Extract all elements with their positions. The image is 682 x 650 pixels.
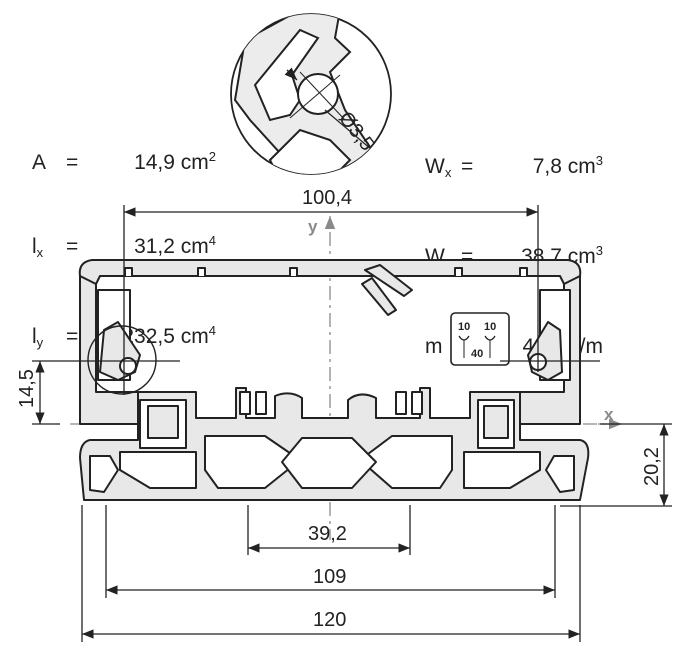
svg-text:10: 10 xyxy=(458,321,470,333)
profile-section xyxy=(78,259,590,501)
x-axis-label: x xyxy=(604,405,614,424)
property-ix: lx=31,2 cm4 xyxy=(32,233,216,260)
property-area: A=14,9 cm2 xyxy=(32,149,216,174)
y-axis-label: y xyxy=(308,217,318,236)
svg-text:40: 40 xyxy=(471,348,483,360)
dimension-lines xyxy=(32,205,672,642)
dim-left-height: 14,5 xyxy=(16,369,38,408)
svg-text:10: 10 xyxy=(484,321,496,333)
dim-top-width: 100,4 xyxy=(302,187,352,209)
property-wx: Wx=7,8 cm3 xyxy=(425,153,603,180)
property-iy: ly=232,5 cm4 xyxy=(32,323,216,350)
dim-mid-width: 109 xyxy=(313,566,346,588)
slot-detail-view: Ø3,5 xyxy=(230,13,392,175)
property-list-left: A=14,9 cm2 lx=31,2 cm4 ly=232,5 cm4 xyxy=(32,92,216,382)
dim-right-height: 20,2 xyxy=(641,447,663,486)
dim-inner-width: 39,2 xyxy=(308,523,347,545)
slot-spacing-badge: 10 10 40 xyxy=(450,312,510,366)
dim-overall-width: 120 xyxy=(313,609,346,631)
detail-reference-circle xyxy=(87,325,157,395)
